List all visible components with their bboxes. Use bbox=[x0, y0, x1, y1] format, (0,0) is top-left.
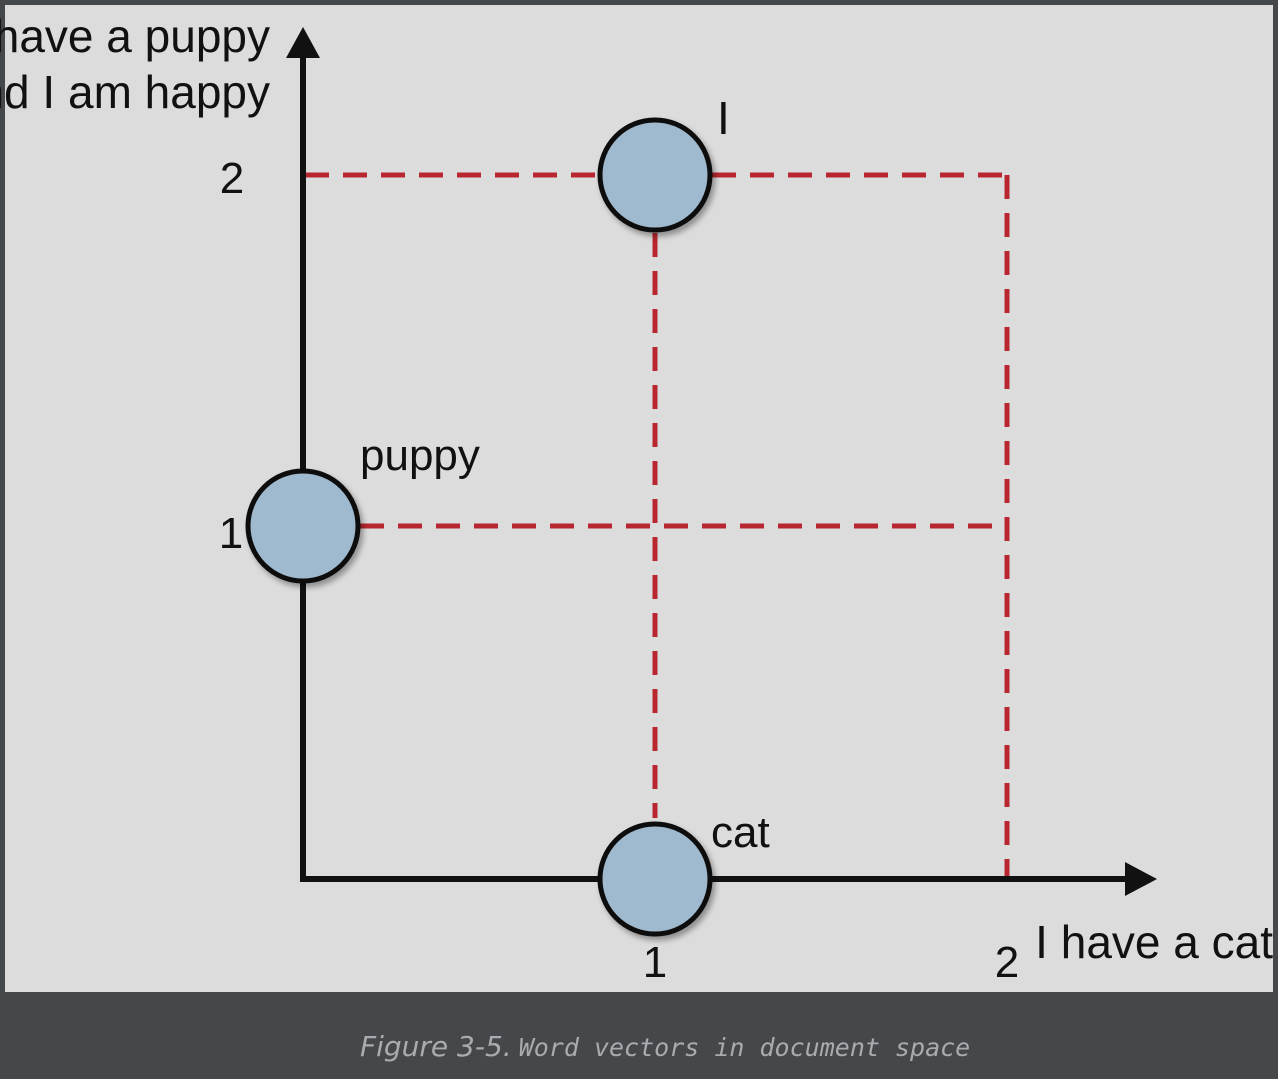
y-axis-label-line1: I have a puppy bbox=[0, 10, 270, 62]
x-tick-1: 1 bbox=[643, 938, 667, 987]
y-tick-2: 2 bbox=[220, 154, 244, 203]
x-tick-2: 2 bbox=[995, 938, 1019, 987]
word-vector-diagram: I have a puppy and I am happy I have a c… bbox=[0, 10, 1273, 987]
point-label-cat: cat bbox=[711, 808, 770, 857]
y-tick-1: 1 bbox=[219, 509, 243, 558]
point-cat bbox=[597, 821, 713, 937]
figure-caption: Figure 3-5. Word vectors in document spa… bbox=[0, 1030, 1278, 1064]
point-label-i: I bbox=[717, 92, 730, 144]
points bbox=[245, 117, 713, 937]
y-axis-label-line2: and I am happy bbox=[0, 66, 270, 118]
caption-text: Word vectors in document space bbox=[518, 1033, 971, 1062]
point-i bbox=[597, 117, 713, 233]
point-label-puppy: puppy bbox=[360, 431, 480, 480]
x-axis-arrow bbox=[1125, 862, 1157, 896]
x-axis-label: I have a cat bbox=[1035, 916, 1273, 968]
axes bbox=[286, 27, 1157, 896]
caption-number: Figure 3-5. bbox=[360, 1030, 512, 1063]
point-puppy bbox=[245, 468, 361, 584]
guide-lines bbox=[305, 172, 1010, 878]
y-axis-arrow bbox=[286, 27, 320, 58]
